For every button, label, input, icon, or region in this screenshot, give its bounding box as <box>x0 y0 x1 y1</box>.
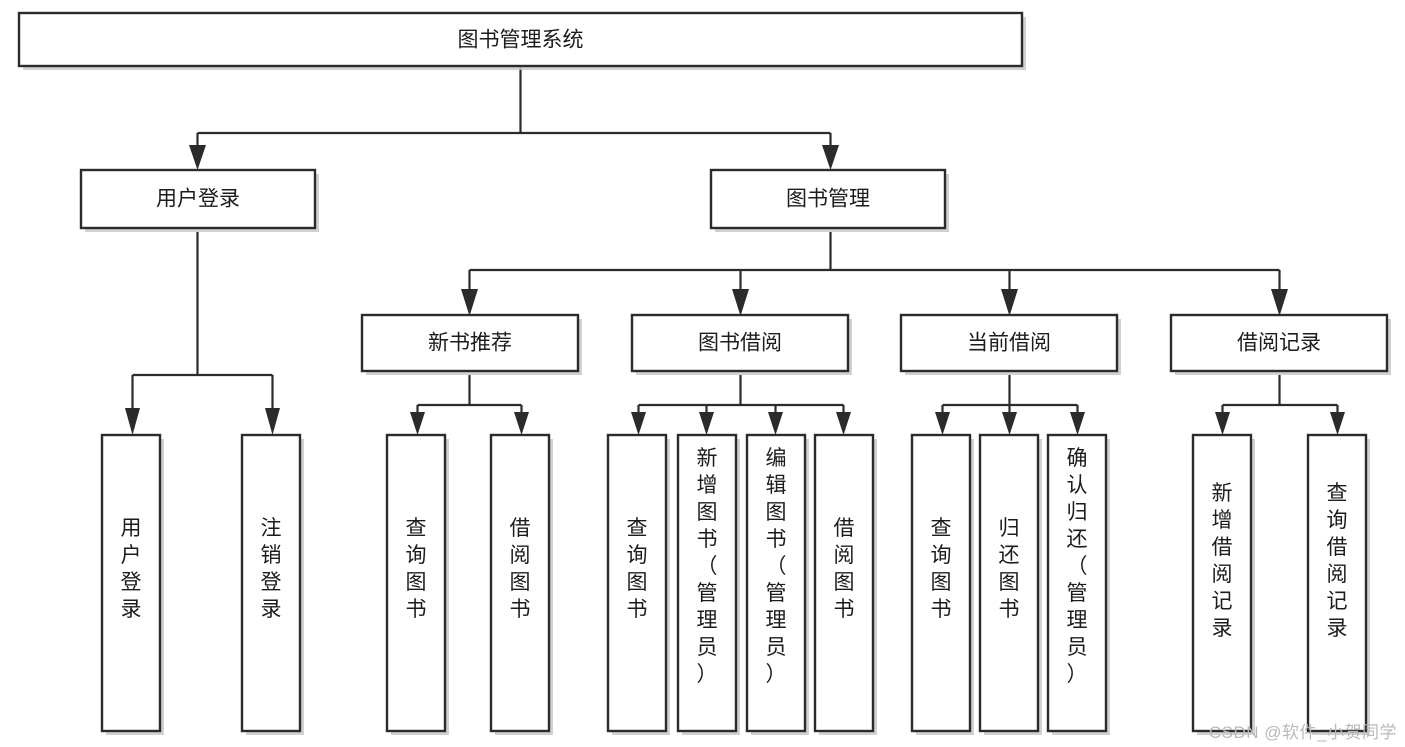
node-book-management-label: 图书管理 <box>786 188 870 211</box>
node-leaf-query-book-2[interactable]: 查询图书 <box>606 433 670 735</box>
arrowhead-leaf-borrow-book-1 <box>514 412 529 435</box>
arrowhead-leaf-query-book-3 <box>935 412 950 435</box>
arrowhead-book-borrow <box>732 289 749 316</box>
node-new-book-recommend[interactable]: 新书推荐 <box>360 313 582 375</box>
arrowhead-new-book-recommend <box>461 289 478 316</box>
node-leaf-user-login-label: 用户登录 <box>121 517 142 621</box>
node-leaf-add-borrow-record[interactable]: 新增借阅记录 <box>1191 433 1255 735</box>
node-leaf-borrow-book-2[interactable]: 借阅图书 <box>813 433 877 735</box>
node-current-borrow[interactable]: 当前借阅 <box>899 313 1121 375</box>
node-user-login-label: 用户登录 <box>156 188 240 211</box>
arrowhead-leaf-return-book <box>1002 412 1017 435</box>
node-leaf-confirm-return[interactable]: 确认归还（管理员） <box>1046 433 1110 735</box>
node-leaf-borrow-book-1[interactable]: 借阅图书 <box>489 433 553 735</box>
node-current-borrow-label: 当前借阅 <box>967 332 1051 355</box>
node-leaf-confirm-return-label: 确认归还（管理员） <box>1067 447 1088 686</box>
arrowhead-book-management <box>822 145 839 170</box>
node-leaf-query-book-1-label: 查询图书 <box>406 517 427 621</box>
node-leaf-edit-book[interactable]: 编辑图书（管理员） <box>745 433 809 735</box>
node-leaf-borrow-book-1-label: 借阅图书 <box>510 517 531 621</box>
arrowhead-leaf-query-book-2 <box>631 412 646 435</box>
arrowhead-leaf-query-book-1 <box>410 412 425 435</box>
arrowhead-leaf-user-login <box>125 408 140 435</box>
node-root[interactable]: 图书管理系统 <box>17 11 1026 70</box>
arrowhead-leaf-confirm-return <box>1070 412 1085 435</box>
node-leaf-return-book[interactable]: 归还图书 <box>978 433 1042 735</box>
node-leaf-query-book-2-label: 查询图书 <box>627 517 648 621</box>
node-leaf-query-book-3-label: 查询图书 <box>931 517 952 621</box>
node-leaf-add-book-label: 新增图书（管理员） <box>697 447 718 686</box>
node-leaf-return-book-label: 归还图书 <box>999 517 1020 621</box>
arrowhead-leaf-borrow-book-2 <box>836 412 851 435</box>
arrowhead-leaf-logout-login <box>265 408 280 435</box>
connector-layer <box>125 66 1345 435</box>
node-leaf-query-book-3[interactable]: 查询图书 <box>910 433 974 735</box>
node-leaf-edit-book-label: 编辑图书（管理员） <box>766 447 787 686</box>
node-leaf-query-book-1[interactable]: 查询图书 <box>385 433 449 735</box>
node-leaf-logout-login-label: 注销登录 <box>261 517 282 621</box>
arrowhead-user-login <box>189 145 206 170</box>
node-leaf-query-borrow-record-label: 查询借阅记录 <box>1327 482 1348 640</box>
node-root-label: 图书管理系统 <box>458 29 584 52</box>
arrowhead-leaf-edit-book <box>768 412 783 435</box>
node-leaf-add-book[interactable]: 新增图书（管理员） <box>676 433 740 735</box>
arrowhead-leaf-add-book <box>699 412 714 435</box>
csdn-watermark: CSDN @软件_小贺同学 <box>1208 723 1397 742</box>
node-new-book-recommend-label: 新书推荐 <box>428 332 512 355</box>
node-leaf-add-borrow-record-label: 新增借阅记录 <box>1212 482 1233 640</box>
arrowhead-leaf-add-borrow-record <box>1215 412 1230 435</box>
node-leaf-logout-login[interactable]: 注销登录 <box>240 433 304 735</box>
node-book-borrow[interactable]: 图书借阅 <box>630 313 852 375</box>
node-leaf-query-borrow-record[interactable]: 查询借阅记录 <box>1306 433 1370 735</box>
node-user-login[interactable]: 用户登录 <box>79 168 319 232</box>
arrowhead-borrow-record <box>1271 289 1288 316</box>
node-leaf-borrow-book-2-label: 借阅图书 <box>834 517 855 621</box>
node-borrow-record[interactable]: 借阅记录 <box>1169 313 1391 375</box>
arrowhead-leaf-query-borrow-record <box>1330 412 1345 435</box>
node-borrow-record-label: 借阅记录 <box>1237 332 1321 355</box>
node-book-management[interactable]: 图书管理 <box>709 168 949 232</box>
node-book-borrow-label: 图书借阅 <box>698 332 782 355</box>
node-leaf-user-login[interactable]: 用户登录 <box>100 433 164 735</box>
arrowhead-current-borrow <box>1001 289 1018 316</box>
